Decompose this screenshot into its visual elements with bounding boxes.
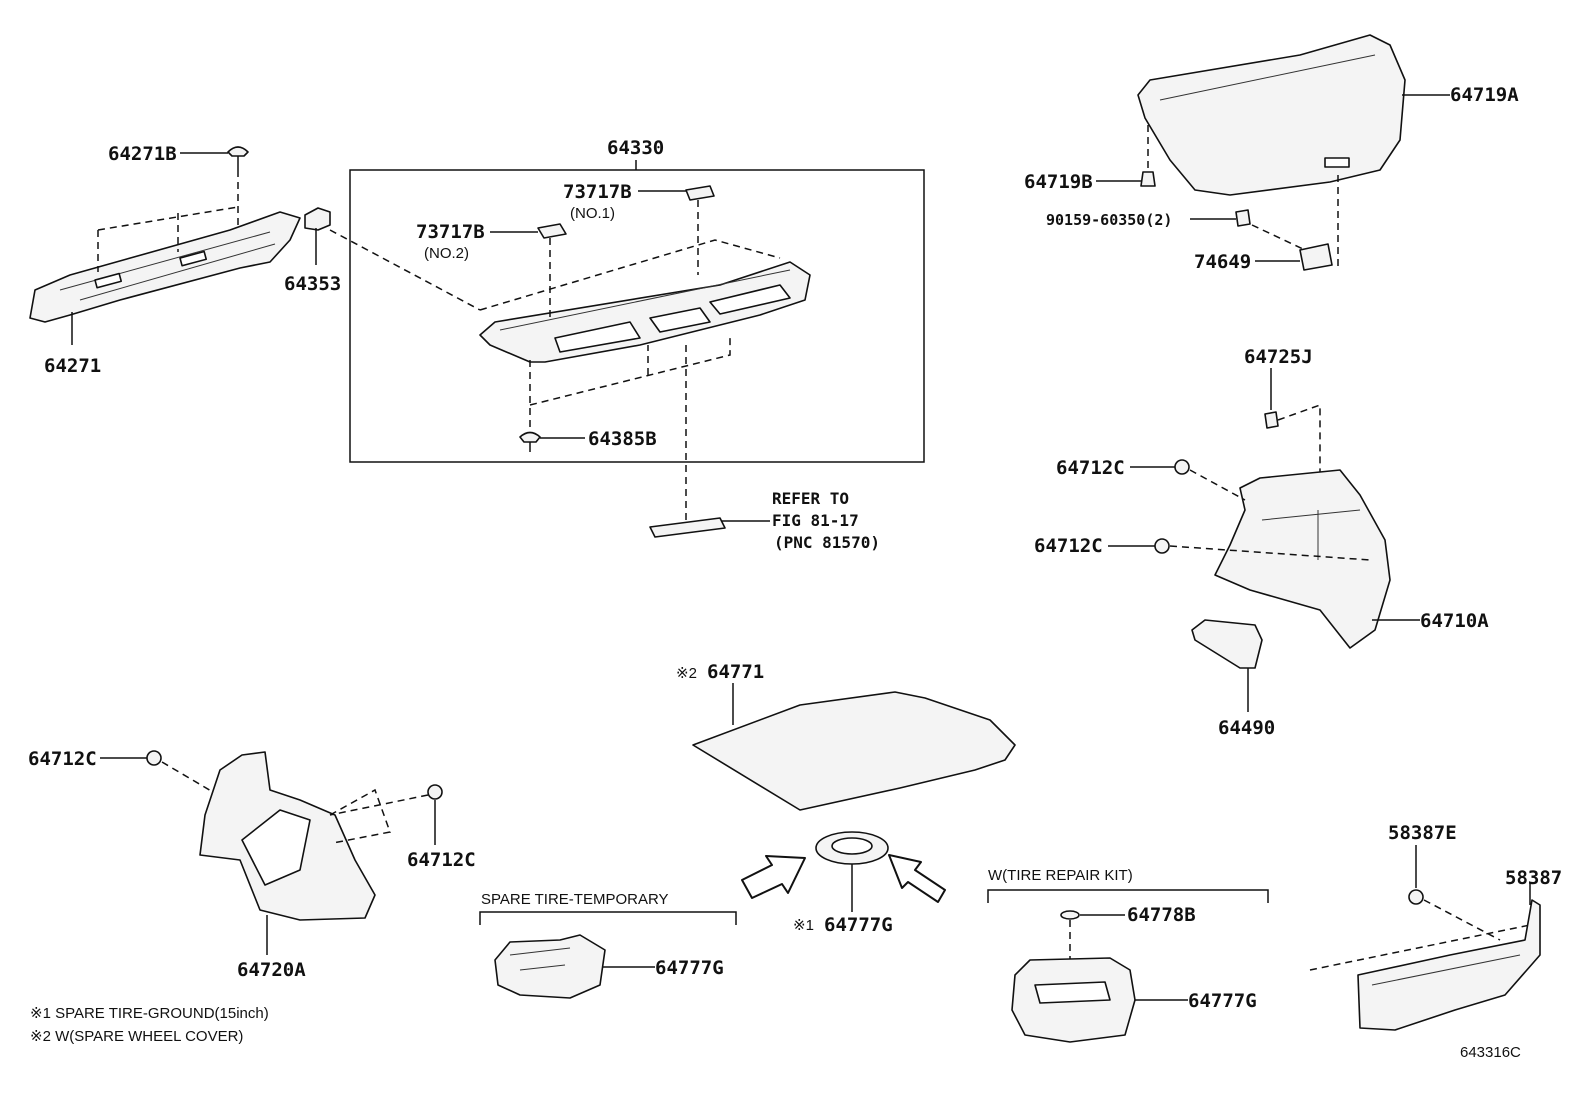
dash-64712C-d (329, 788, 429, 844)
part-64710A-side-trim[interactable] (1214, 469, 1391, 649)
label-64330: 64330 (607, 137, 664, 159)
clip-64719B[interactable] (1140, 171, 1156, 187)
label-64777G-left: 64777G (655, 957, 724, 979)
label-58387: 58387 (1505, 867, 1562, 889)
refer-line-1: REFER TO (772, 489, 849, 508)
label-64719A: 64719A (1450, 84, 1519, 106)
footnote-2: ※2 W(SPARE WHEEL COVER) (30, 1028, 243, 1045)
label-64725J: 64725J (1244, 346, 1313, 368)
clip-64778B[interactable] (1060, 910, 1080, 920)
clip-64712C-a[interactable] (1174, 459, 1190, 475)
part-81570-ref[interactable] (649, 517, 726, 538)
label-tire-repair-kit: W(TIRE REPAIR KIT) (988, 867, 1133, 884)
label-90159: 90159-60350(2) (1046, 211, 1172, 229)
part-64719A-lid-trim[interactable] (1137, 34, 1406, 196)
arrow-left (741, 855, 806, 899)
label-64712C-c: 64712C (28, 748, 97, 770)
part-73717B-no2[interactable] (537, 223, 567, 239)
dash-64712C-b (1169, 545, 1371, 561)
bracket-tire-repair-kit (987, 889, 1269, 903)
label-64777G-right: 64777G (1188, 990, 1257, 1012)
label-64719B: 64719B (1024, 171, 1093, 193)
part-64271-trim[interactable] (29, 211, 301, 323)
label-73717B-no2: 73717B (416, 221, 485, 243)
mark-64771: ※2 (676, 665, 697, 682)
part-74649[interactable] (1299, 243, 1333, 271)
label-58387E: 58387E (1388, 822, 1457, 844)
dash-64712C-a (1189, 469, 1246, 501)
label-64385B: 64385B (588, 428, 657, 450)
arrow-right (888, 854, 946, 903)
bracket-spare-temporary (479, 911, 737, 925)
part-58387-scuff-plate[interactable] (1357, 899, 1541, 1031)
label-64490: 64490 (1218, 717, 1275, 739)
label-64720A: 64720A (237, 959, 306, 981)
mark-64777G-center: ※1 (793, 917, 814, 934)
part-64353[interactable] (304, 207, 331, 231)
clip-64712C-c[interactable] (146, 750, 162, 766)
part-64777G-left-tray[interactable] (494, 934, 606, 999)
dash-64330-outline (479, 239, 781, 406)
part-64720A-side-trim[interactable] (199, 751, 376, 921)
label-64778B: 64778B (1127, 904, 1196, 926)
clip-64725J[interactable] (1264, 411, 1279, 429)
part-64490[interactable] (1191, 619, 1263, 669)
label-64777G-center: 64777G (824, 914, 893, 936)
clip-64712C-b[interactable] (1154, 538, 1170, 554)
refer-line-2: FIG 81-17 (772, 511, 859, 530)
part-64330-package-tray[interactable] (479, 261, 811, 363)
box-64330 (349, 169, 925, 463)
part-64771-wheel-cover[interactable] (692, 691, 1016, 811)
part-64777G-center-spacer[interactable] (815, 831, 889, 865)
label-64712C-a: 64712C (1056, 457, 1125, 479)
label-64712C-d: 64712C (407, 849, 476, 871)
label-64771: 64771 (707, 661, 764, 683)
clip-58387E[interactable] (1408, 889, 1424, 905)
label-spare-temporary: SPARE TIRE-TEMPORARY (481, 891, 669, 908)
clip-64712C-d[interactable] (427, 784, 443, 800)
footnote-1: ※1 SPARE TIRE-GROUND(15inch) (30, 1005, 269, 1022)
label-73717B-no1: 73717B (563, 181, 632, 203)
clip-64385B[interactable] (519, 431, 541, 453)
part-73717B-no1[interactable] (685, 185, 715, 201)
part-64777G-right-tray[interactable] (1011, 957, 1136, 1043)
label-64712C-b: 64712C (1034, 535, 1103, 557)
label-64353: 64353 (284, 273, 341, 295)
refer-line-3: (PNC 81570) (774, 533, 880, 552)
dash-64712C-c (161, 761, 219, 796)
dash-64271B (97, 170, 239, 272)
label-no1: (NO.1) (570, 205, 615, 222)
label-64710A: 64710A (1420, 610, 1489, 632)
screw-90159[interactable] (1235, 209, 1251, 227)
dash-90159 (1251, 224, 1306, 251)
label-64271B: 64271B (108, 143, 177, 165)
clip-64271B[interactable] (227, 146, 249, 170)
diagram-id: 643316C (1460, 1044, 1521, 1061)
dash-64353 (329, 229, 481, 311)
label-74649: 74649 (1194, 251, 1251, 273)
dash-58387E (1309, 899, 1531, 971)
label-64271: 64271 (44, 355, 101, 377)
label-no2: (NO.2) (424, 245, 469, 262)
